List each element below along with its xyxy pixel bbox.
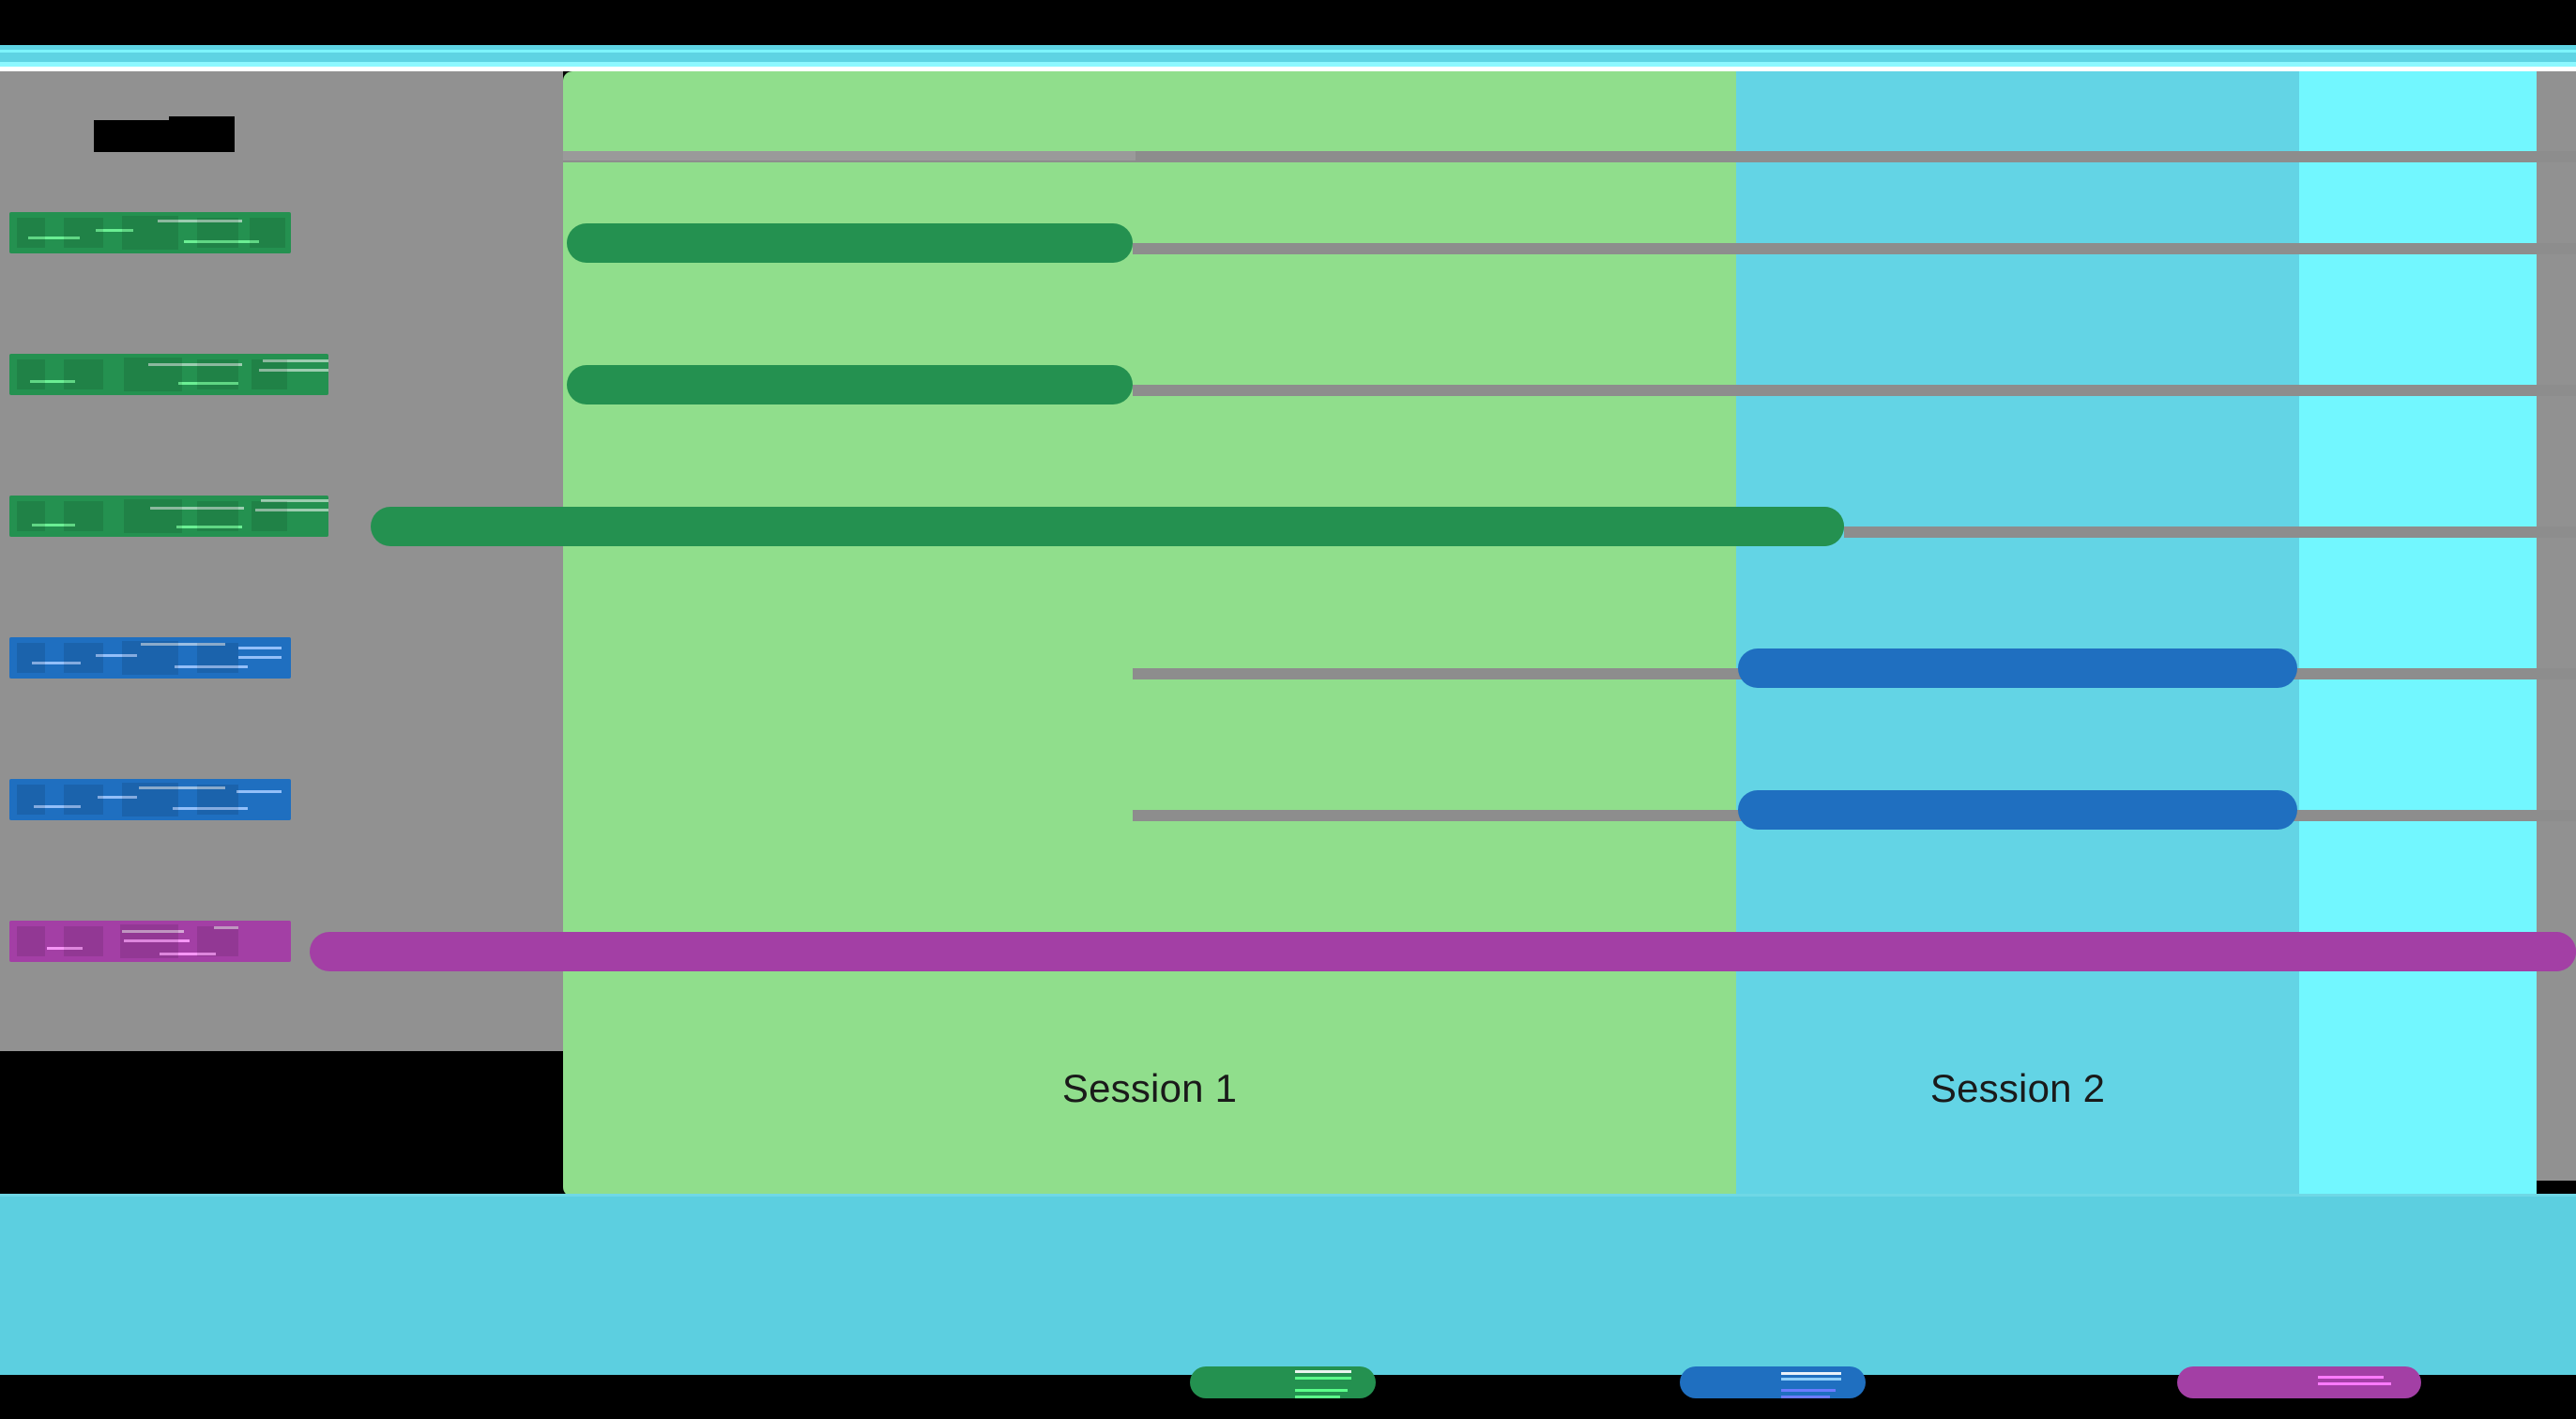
y-label-task-2 — [9, 354, 328, 395]
footer-top-rule — [0, 1194, 2576, 1198]
top-cyan-rule-1 — [0, 45, 2576, 50]
session-band-3 — [2299, 71, 2537, 1197]
top-cyan-rule-2 — [0, 50, 2576, 53]
chart-plot-area: Session 1 Session 2 — [0, 71, 2576, 1197]
y-label-task-1 — [9, 212, 291, 253]
right-gray-strip — [2537, 71, 2576, 1181]
session-2-label: Session 2 — [1929, 1066, 2106, 1110]
gridline-row-1 — [1133, 243, 2576, 254]
bar-task-1[interactable] — [567, 223, 1133, 263]
session-band-2 — [1736, 71, 2299, 1197]
chart-title-redaction — [94, 116, 235, 152]
gridline-row-2 — [1133, 385, 2576, 396]
bar-task-4[interactable] — [1738, 648, 2297, 688]
y-label-task-4 — [9, 637, 291, 679]
bar-task-2[interactable] — [567, 365, 1133, 404]
gridline-row-3 — [1844, 526, 2576, 538]
top-cyan-rule-4 — [0, 62, 2576, 67]
session-1-label: Session 1 — [1061, 1066, 1238, 1110]
chart-title-redaction-notch — [84, 111, 169, 120]
legend-item-magenta[interactable] — [2177, 1366, 2421, 1398]
bar-task-6-overlay[interactable] — [310, 932, 2576, 971]
y-label-task-3 — [9, 496, 328, 537]
session-band-1-inner — [1136, 71, 1736, 1197]
y-label-task-5 — [9, 779, 291, 820]
footer-cyan-band — [0, 1197, 2576, 1375]
bar-task-3-overlay[interactable] — [371, 507, 1844, 546]
top-cyan-rule-3 — [0, 53, 2576, 62]
legend-item-green[interactable] — [1190, 1366, 1376, 1398]
legend-item-blue[interactable] — [1680, 1366, 1866, 1398]
gridline-row-0-left — [563, 151, 1136, 160]
top-white-rule — [0, 67, 2576, 71]
top-black-bar — [0, 0, 2576, 45]
y-label-task-6 — [9, 921, 291, 962]
bar-task-5[interactable] — [1738, 790, 2297, 830]
